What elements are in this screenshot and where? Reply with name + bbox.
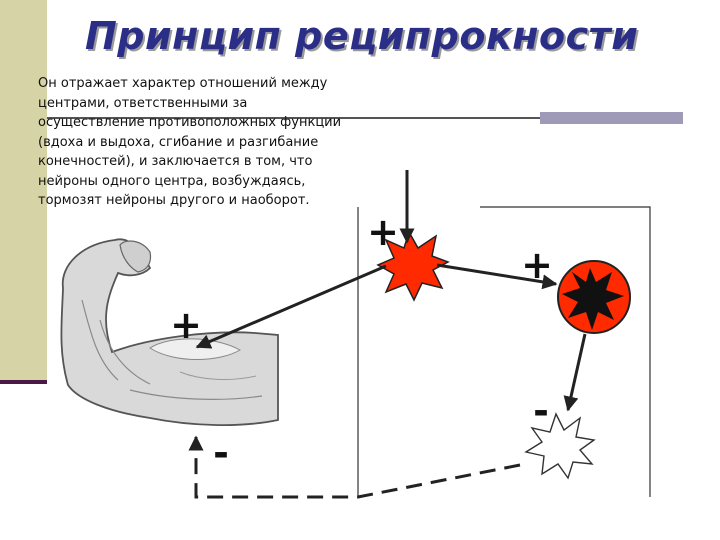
divider-accent bbox=[540, 112, 683, 124]
divider-line bbox=[47, 117, 540, 119]
description-text: Он отражает характер отношений между цен… bbox=[38, 76, 342, 208]
sign-inhibit-neuron: - bbox=[533, 389, 549, 433]
excited-neuron-icon bbox=[376, 230, 450, 302]
frame-line-right bbox=[480, 206, 651, 497]
inhibitory-neuron-icon bbox=[557, 260, 631, 334]
sign-excite-inhibitory: + bbox=[521, 243, 553, 287]
arrow-excited-to-arm bbox=[195, 264, 387, 349]
arrow-inhibitory-to-inhibited bbox=[563, 333, 587, 412]
sign-inhibit-arm: - bbox=[213, 431, 229, 475]
sign-excite-arm: + bbox=[170, 303, 202, 347]
arm-muscle-icon bbox=[60, 238, 279, 426]
sign-excite-neuron: + bbox=[367, 210, 399, 254]
inhibition-dashed-path bbox=[188, 435, 521, 499]
sidebar-accent-line bbox=[0, 380, 47, 384]
page-title: Принцип реципрокности bbox=[85, 14, 639, 58]
arrow-excited-to-inhibitory bbox=[436, 263, 558, 290]
decorative-sidebar bbox=[0, 0, 47, 383]
inhibited-neuron-icon bbox=[524, 412, 596, 480]
